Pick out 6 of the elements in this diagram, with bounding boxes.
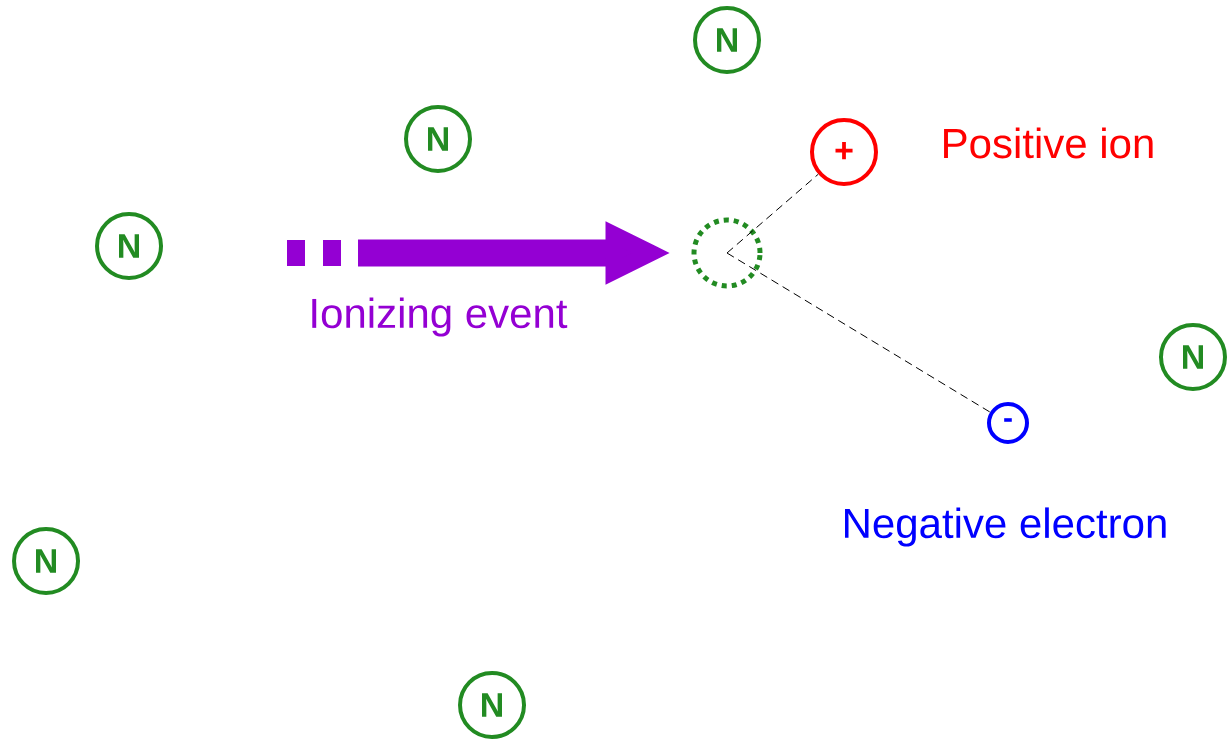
caption-text: Positive ion xyxy=(944,127,1153,159)
edge-label: Ionizing event xyxy=(312,297,568,337)
dashed-line xyxy=(726,252,991,413)
atom-circle xyxy=(691,217,763,289)
dashed-line xyxy=(726,173,819,254)
caption-text: Negative electron xyxy=(845,507,1166,547)
